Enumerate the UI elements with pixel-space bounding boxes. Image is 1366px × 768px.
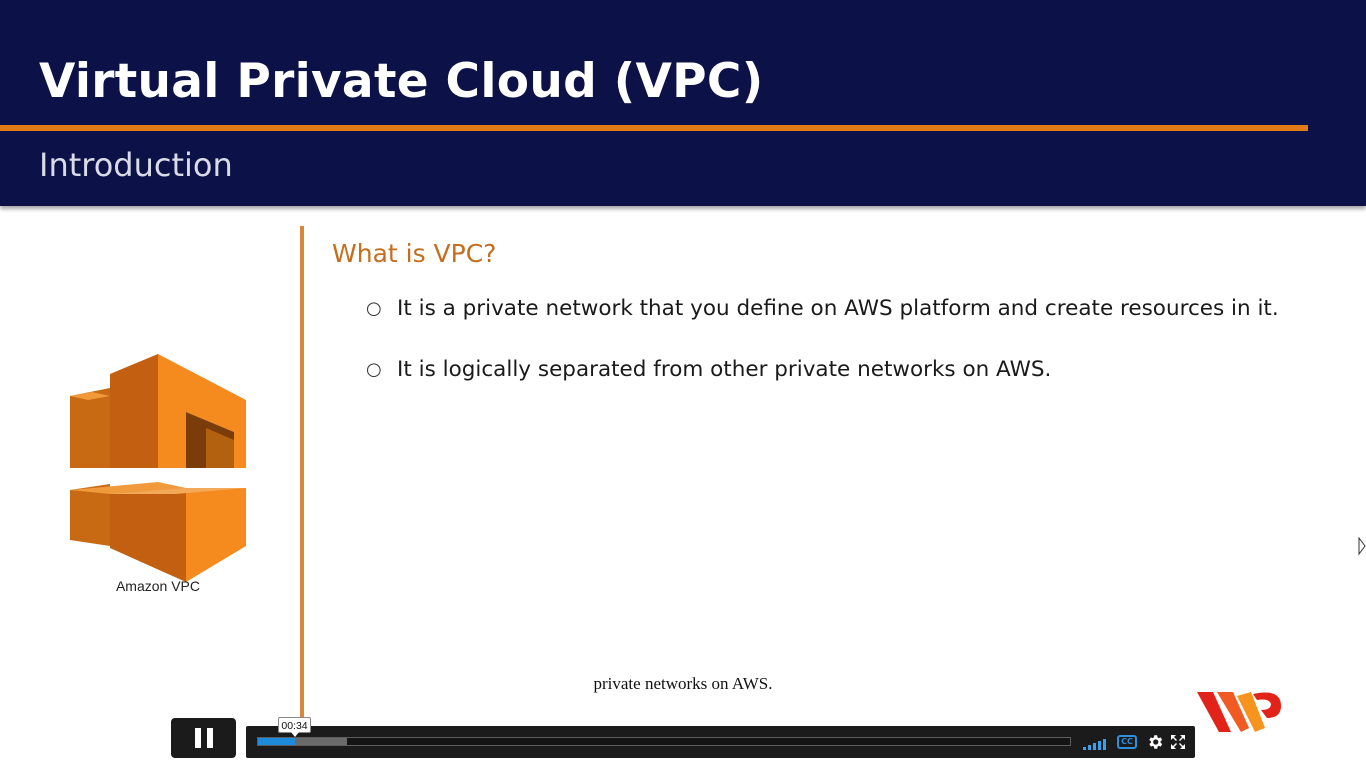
bullet-item: ○ It is logically separated from other p… bbox=[366, 357, 1051, 382]
slide-header: Virtual Private Cloud (VPC) Introduction bbox=[0, 0, 1366, 206]
content-divider bbox=[300, 226, 304, 718]
pause-icon bbox=[206, 728, 213, 748]
section-heading: What is VPC? bbox=[332, 239, 497, 268]
bullet-marker: ○ bbox=[366, 359, 382, 380]
player-control-bar: CC bbox=[246, 726, 1195, 758]
cc-button[interactable]: CC bbox=[1117, 735, 1137, 749]
pause-button[interactable] bbox=[171, 718, 236, 758]
gear-icon[interactable] bbox=[1146, 733, 1164, 751]
played-bar bbox=[258, 738, 296, 745]
logo-caption: Amazon VPC bbox=[115, 578, 201, 594]
bullet-text: It is a private network that you define … bbox=[397, 296, 1279, 321]
amazon-vpc-logo-icon bbox=[70, 354, 246, 582]
header-divider bbox=[0, 125, 1308, 131]
buffered-bar bbox=[258, 738, 348, 745]
slide-title: Virtual Private Cloud (VPC) bbox=[39, 54, 764, 109]
mouse-cursor-icon bbox=[1358, 537, 1366, 556]
time-tooltip: 00:34 bbox=[278, 717, 311, 737]
slide-subtitle: Introduction bbox=[39, 146, 233, 184]
bullet-marker: ○ bbox=[366, 298, 382, 319]
progress-track[interactable] bbox=[257, 737, 1071, 746]
pause-icon bbox=[194, 728, 201, 748]
bullet-item: ○ It is a private network that you defin… bbox=[366, 296, 1279, 321]
fullscreen-icon[interactable] bbox=[1170, 734, 1186, 750]
quality-icon[interactable] bbox=[1083, 734, 1107, 750]
brand-logo-icon bbox=[1197, 692, 1281, 732]
bullet-text: It is logically separated from other pri… bbox=[397, 357, 1052, 382]
video-caption: private networks on AWS. bbox=[593, 674, 773, 693]
